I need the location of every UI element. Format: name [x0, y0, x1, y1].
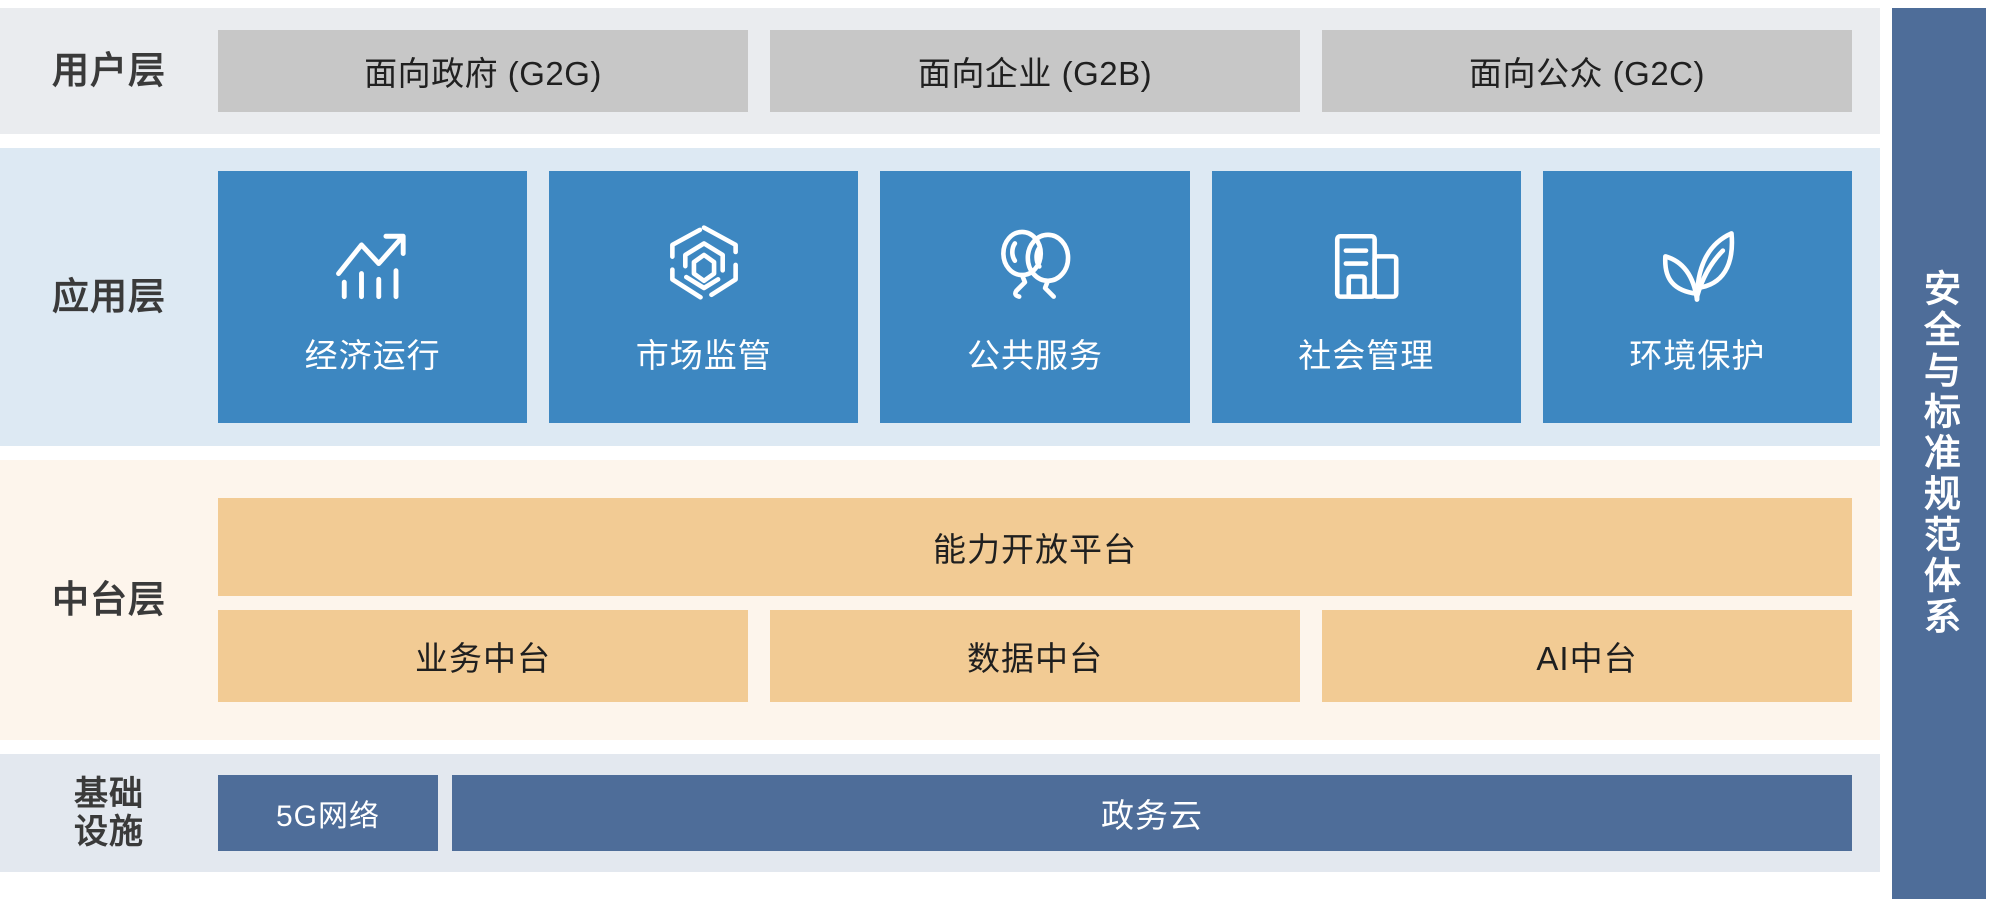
application-layer: 应用层 经济运行 [0, 148, 1880, 446]
middle-platform-layer: 中台层 能力开放平台 业务中台 数据中台 AI中台 [0, 460, 1880, 740]
user-layer: 用户层 面向政府 (G2G) 面向企业 (G2B) 面向公众 (G2C) [0, 8, 1880, 134]
balloons-icon [987, 217, 1083, 313]
app-card-market-regulation[interactable]: 市场监管 [549, 171, 859, 423]
app-card-label: 社会管理 [1298, 337, 1435, 374]
layer-stack: 用户层 面向政府 (G2G) 面向企业 (G2B) 面向公众 (G2C) 应用层 [0, 8, 1880, 872]
mid-chip-row: 业务中台 数据中台 AI中台 [218, 610, 1852, 702]
app-card-environment-protection[interactable]: 环境保护 [1542, 171, 1853, 423]
application-layer-body: 经济运行 市场监管 [218, 148, 1880, 446]
security-standards-label: 安全与标准规范体系 [1918, 269, 1960, 638]
user-layer-body: 面向政府 (G2G) 面向企业 (G2B) 面向公众 (G2C) [218, 8, 1880, 134]
app-card-social-management[interactable]: 社会管理 [1211, 171, 1521, 423]
leaf-sprout-icon [1649, 217, 1745, 313]
middle-platform-layer-label: 中台层 [52, 579, 166, 621]
hexagon-shield-icon [656, 217, 752, 313]
chart-trending-up-icon [325, 217, 421, 313]
mid-chip-business[interactable]: 业务中台 [218, 610, 748, 702]
user-chip-g2g[interactable]: 面向政府 (G2G) [218, 30, 748, 112]
app-card-label: 环境保护 [1629, 337, 1766, 374]
security-standards-band: 安全与标准规范体系 [1880, 0, 2008, 907]
mid-chip-ai[interactable]: AI中台 [1322, 610, 1852, 702]
infrastructure-layer: 基础 设施 5G网络 政务云 [0, 754, 1880, 872]
user-chip-g2c[interactable]: 面向公众 (G2C) [1322, 30, 1852, 112]
mid-chip-data[interactable]: 数据中台 [770, 610, 1300, 702]
application-layer-label: 应用层 [52, 276, 166, 318]
mid-chip-capability-platform[interactable]: 能力开放平台 [218, 498, 1852, 596]
security-standards-band-inner: 安全与标准规范体系 [1892, 8, 1986, 899]
buildings-icon [1318, 217, 1414, 313]
infra-chip-5g-network[interactable]: 5G网络 [218, 775, 438, 851]
infrastructure-layer-label: 基础 设施 [74, 774, 144, 851]
app-card-economy[interactable]: 经济运行 [218, 171, 528, 423]
user-chip-g2b[interactable]: 面向企业 (G2B) [770, 30, 1300, 112]
app-card-label: 市场监管 [635, 337, 772, 374]
app-card-label: 经济运行 [304, 337, 441, 374]
app-card-label: 公共服务 [967, 337, 1103, 374]
infrastructure-layer-body: 5G网络 政务云 [218, 754, 1880, 872]
infra-chip-government-cloud[interactable]: 政务云 [452, 775, 1852, 851]
middle-platform-layer-body: 能力开放平台 业务中台 数据中台 AI中台 [218, 460, 1880, 740]
app-card-public-service[interactable]: 公共服务 [880, 171, 1190, 423]
user-layer-label: 用户层 [52, 50, 166, 92]
